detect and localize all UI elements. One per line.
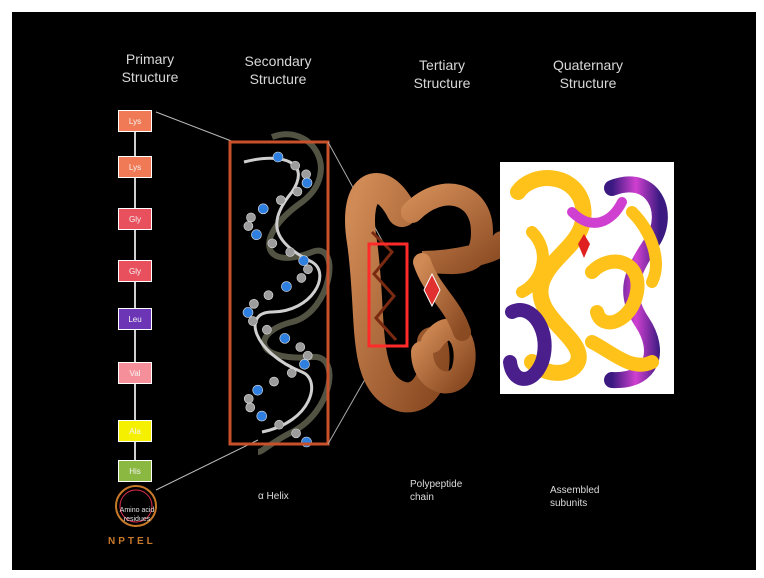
carbon-atom (248, 316, 258, 326)
assembled-subunits (500, 162, 674, 394)
amino-acid-residue: Gly (118, 208, 152, 230)
nitrogen-atom (279, 333, 291, 344)
nitrogen-atom (301, 177, 313, 189)
carbon-atom (301, 169, 311, 180)
amino-acid-residue: Gly (118, 260, 152, 282)
alpha-helix-caption: α Helix (258, 491, 289, 502)
helix-atoms (242, 151, 313, 448)
carbon-atom (243, 394, 254, 404)
nitrogen-atom (251, 229, 262, 241)
nitrogen-atom (256, 410, 268, 422)
nitrogen-atom (242, 307, 254, 318)
carbon-atom (303, 264, 313, 275)
carbon-atom (269, 376, 279, 387)
amino-acid-residue: Ala (118, 420, 152, 442)
carbon-atom (243, 221, 254, 231)
carbon-atom (267, 238, 278, 249)
carbon-atom (292, 186, 303, 197)
connector-line-bottom (155, 439, 259, 491)
nitrogen-atom (272, 151, 284, 163)
carbon-atom (263, 290, 274, 300)
carbon-atom (295, 342, 306, 352)
protein-structure-diagram (115, 111, 674, 527)
carbon-atom (246, 212, 256, 223)
amino-acid-residue: Leu (118, 308, 152, 330)
carbon-atom (290, 160, 300, 171)
carbon-atom (302, 350, 313, 361)
carbon-atom (276, 195, 286, 205)
carbon-atom (296, 273, 307, 283)
connector-line-top (155, 111, 235, 143)
amino-acid-residue: Lys (118, 110, 152, 132)
helix-highlight-box (228, 140, 330, 446)
nitrogen-atom (299, 358, 310, 370)
carbon-atom (274, 419, 284, 430)
nitrogen-atom (252, 384, 264, 396)
nitrogen-atom (298, 255, 309, 266)
amino-acid-residue: Lys (118, 156, 152, 178)
polypeptide-chain (345, 173, 513, 413)
alpha-helix (243, 131, 333, 455)
carbon-atom (249, 299, 259, 309)
amino-acid-residue: His (118, 460, 152, 482)
carbon-atom (245, 402, 256, 413)
carbon-atom (285, 247, 296, 257)
nptel-logo-ring (115, 485, 157, 527)
carbon-atom (262, 324, 272, 335)
carbon-atom (286, 368, 297, 378)
nitrogen-atom (257, 203, 269, 215)
amino-acid-residue: Val (118, 362, 152, 384)
tertiary-highlight-box (367, 242, 409, 348)
carbon-atom (291, 428, 301, 439)
nitrogen-atom (281, 281, 292, 292)
nptel-logo-text: NPTEL (108, 536, 156, 547)
